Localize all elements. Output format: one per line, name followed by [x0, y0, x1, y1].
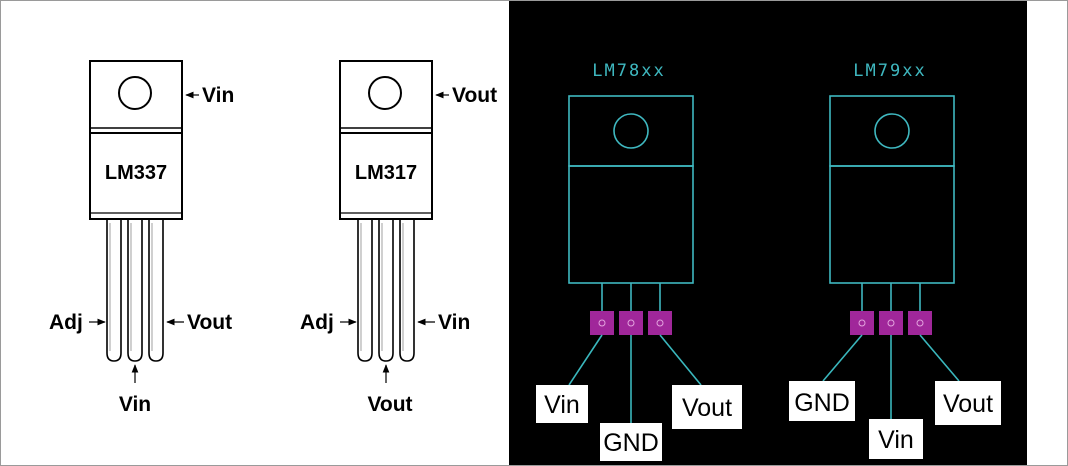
lm78xx-title: LM78xx	[592, 61, 665, 81]
lm78xx-pin1-label: Vin	[544, 391, 580, 419]
lm317-package: LM317 Vout Adj Vin Vout	[300, 60, 497, 416]
lm337-right-pin-label: Vout	[187, 311, 232, 334]
lm78xx-pin2-label-box	[600, 423, 662, 461]
lm317-left-pin-label: Adj	[300, 311, 334, 334]
lm337-left-pin-label: Adj	[49, 311, 83, 334]
lm79xx-pad-2	[879, 311, 903, 335]
lm337-middle-leg	[127, 219, 143, 362]
lm79xx-pin2-label-box	[869, 419, 923, 459]
lm78xx-pad-2	[619, 311, 643, 335]
lm337-package: LM337 Vin Adj Vout Vin	[49, 60, 234, 416]
lm79xx-pad-1	[850, 311, 874, 335]
lm78xx-pin3-label-box	[672, 385, 742, 429]
lm78xx-schematic: LM78xx Vin GND Vout	[536, 61, 742, 461]
lm317-part-label: LM317	[355, 162, 417, 184]
lm317-right-pin-label: Vin	[438, 311, 470, 334]
lm337-body	[89, 132, 183, 220]
lm79xx-pin1-label-box	[789, 381, 855, 421]
lm317-right-leg	[399, 219, 415, 362]
lm79xx-schematic: LM79xx GND Vin Vout	[789, 61, 1001, 459]
lm337-right-leg	[148, 219, 164, 362]
lm337-tab-pin-label: Vin	[202, 84, 234, 107]
lm79xx-body-outline	[829, 165, 955, 284]
lm79xx-pad-3	[908, 311, 932, 335]
lm79xx-mounting-hole	[874, 113, 910, 149]
lm337-left-leg	[106, 219, 122, 362]
lm79xx-pin3-label: Vout	[943, 390, 993, 418]
lm78xx-pin1-label-box	[536, 385, 588, 423]
lm317-body	[339, 132, 433, 220]
lm337-middle-pin-label: Vin	[119, 393, 151, 416]
lm78xx-pin2-label: GND	[603, 429, 659, 457]
panel-right-margin	[1027, 1, 1067, 465]
lm78xx-mounting-hole	[613, 113, 649, 149]
lm78xx-pad-3	[648, 311, 672, 335]
lm78xx-pin3-label: Vout	[682, 394, 732, 422]
lm317-middle-leg	[378, 219, 394, 362]
lm79xx-pin1-label: GND	[794, 389, 850, 417]
lm317-left-leg	[357, 219, 373, 362]
lm79xx-pin3-label-box	[935, 381, 1001, 425]
lm79xx-pin2-label: Vin	[878, 426, 914, 454]
lm79xx-title: LM79xx	[853, 61, 926, 81]
lm78xx-pad-1	[590, 311, 614, 335]
lm337-mounting-hole	[118, 76, 152, 110]
lm317-mounting-hole	[368, 76, 402, 110]
lm317-middle-pin-label: Vout	[367, 393, 412, 416]
lm337-part-label: LM337	[105, 162, 167, 184]
lm317-tab-pin-label: Vout	[452, 84, 497, 107]
